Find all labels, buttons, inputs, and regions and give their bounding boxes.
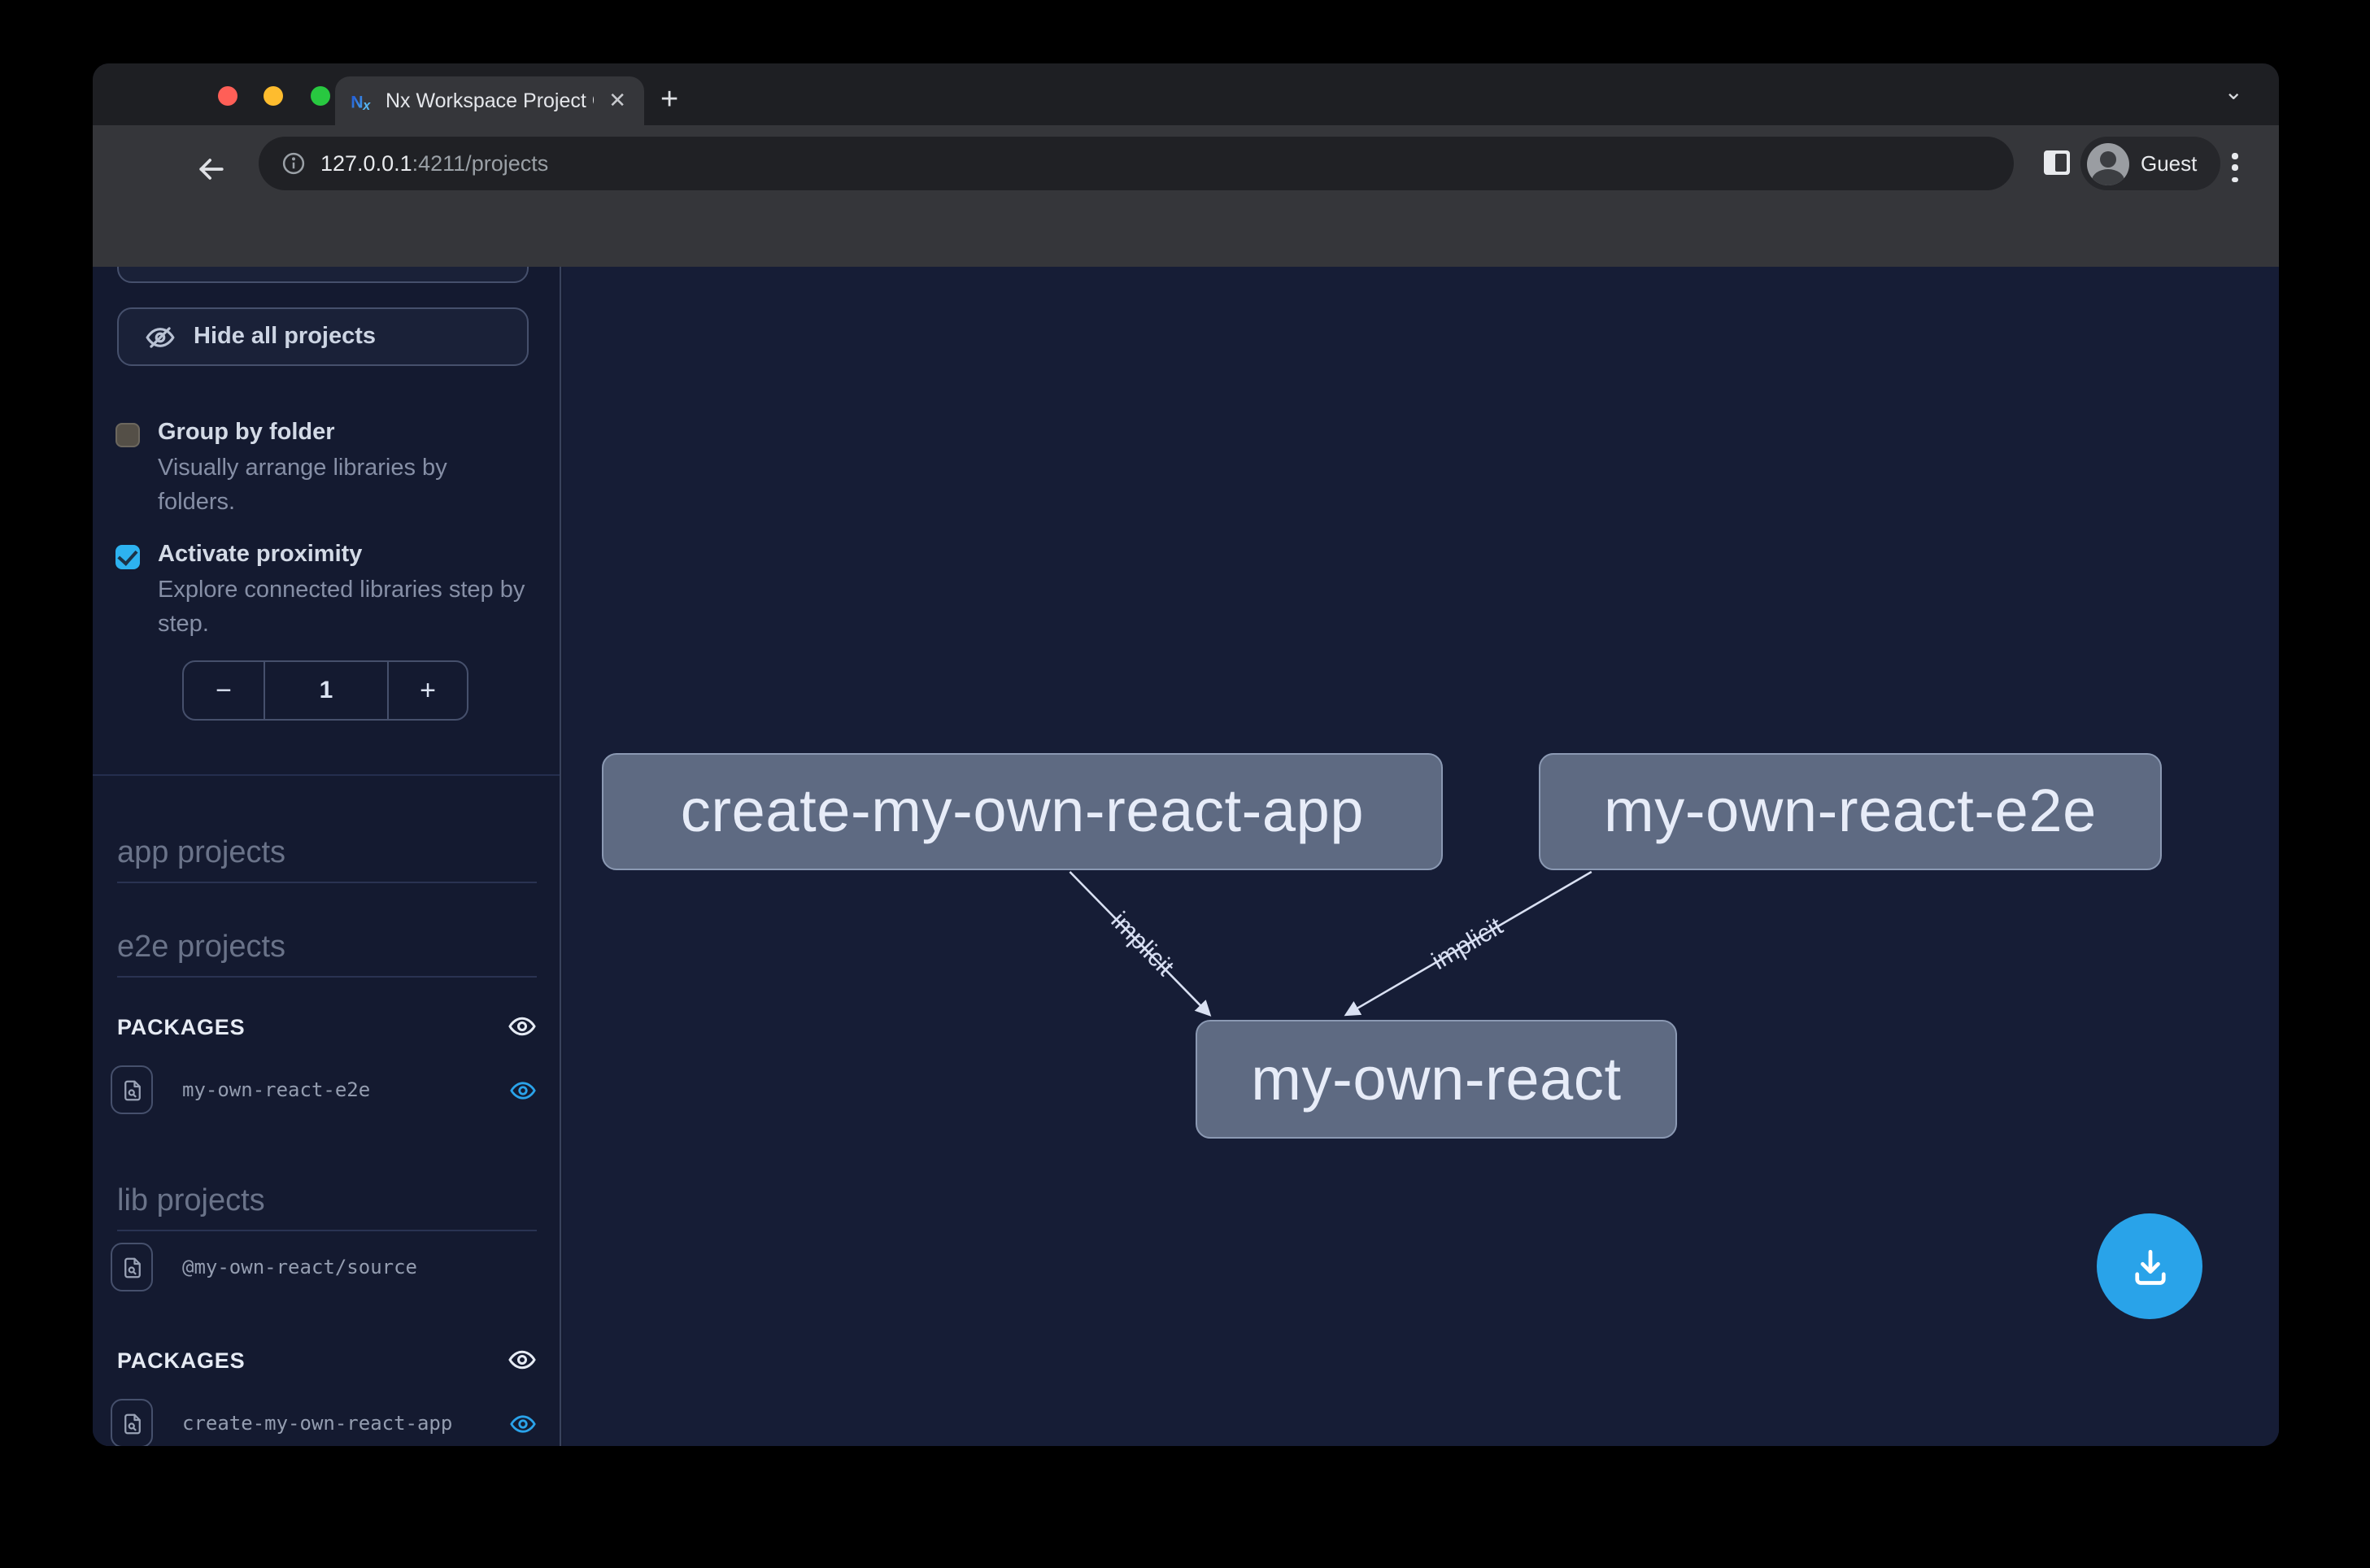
- project-row: @my-own-react/source: [111, 1243, 537, 1291]
- increment-button[interactable]: +: [420, 674, 436, 705]
- back-button[interactable]: [194, 151, 229, 187]
- e2e-projects-heading: e2e projects: [117, 930, 537, 978]
- browser-window: N x Nx Workspace Project Graph ✕ + ⌄: [93, 63, 2279, 1446]
- url-bar[interactable]: 127.0.0.1:4211/projects: [259, 137, 2014, 190]
- project-visibility-eye-icon[interactable]: [509, 1409, 537, 1437]
- toggle-all-eye-icon[interactable]: [508, 1345, 537, 1374]
- graph-node-my-own-react-e2e[interactable]: my-own-react-e2e: [1539, 753, 2162, 870]
- edge-e2e-to-myown: [1344, 870, 1592, 1017]
- close-window-button[interactable]: [218, 86, 237, 106]
- site-info-icon[interactable]: [281, 151, 306, 176]
- download-icon: [2134, 1248, 2165, 1284]
- project-graph-canvas[interactable]: implicit implicit create-my-own-react-ap…: [563, 267, 2279, 1446]
- side-panel-icon[interactable]: [2043, 150, 2071, 176]
- graph-edges: implicit implicit: [1069, 870, 1592, 1017]
- packages-label: PACKAGES: [117, 1014, 246, 1039]
- minimize-window-button[interactable]: [264, 86, 283, 106]
- avatar-icon: [2087, 142, 2129, 185]
- hide-all-projects-label: Hide all projects: [194, 324, 377, 350]
- group-by-folder-checkbox[interactable]: [115, 423, 140, 447]
- file-search-icon: [124, 1257, 140, 1278]
- activate-proximity-desc: Explore connected libraries step by step…: [158, 577, 525, 638]
- packages-label: PACKAGES: [117, 1348, 246, 1372]
- browser-menu-icon[interactable]: [2232, 146, 2238, 189]
- group-by-folder-label: Group by folder: [158, 420, 335, 446]
- file-search-icon: [124, 1413, 140, 1434]
- group-by-folder-option: Group by folder Visually arrange librari…: [115, 420, 542, 520]
- group-by-folder-desc: Visually arrange libraries by folders.: [158, 455, 447, 516]
- browser-toolbar: 127.0.0.1:4211/projects Guest: [93, 125, 2279, 267]
- graph-node-my-own-react[interactable]: my-own-react: [1196, 1020, 1677, 1139]
- tab-nx-workspace[interactable]: N x Nx Workspace Project Graph ✕: [335, 76, 644, 125]
- tab-strip: N x Nx Workspace Project Graph ✕ + ⌄: [93, 63, 2279, 125]
- focus-project-button[interactable]: [111, 1399, 153, 1446]
- project-visibility-eye-icon[interactable]: [509, 1076, 537, 1104]
- project-name[interactable]: create-my-own-react-app: [182, 1412, 453, 1435]
- decrement-button[interactable]: −: [216, 674, 232, 705]
- packages-header-e2e: PACKAGES: [117, 1012, 537, 1041]
- edge-label: implicit: [1427, 912, 1508, 975]
- page-content: Show all projects Hide all projects Grou…: [93, 267, 2279, 1446]
- edge-create-to-myown: [1069, 871, 1212, 1017]
- focus-project-button[interactable]: [111, 1065, 153, 1114]
- svg-text:N: N: [351, 92, 363, 111]
- profile-chip[interactable]: Guest: [2080, 137, 2220, 190]
- hide-all-projects-button[interactable]: Hide all projects: [117, 307, 529, 366]
- proximity-depth-value: 1: [264, 662, 389, 719]
- lib-projects-heading: lib projects: [117, 1184, 537, 1231]
- show-all-projects-button[interactable]: Show all projects: [117, 267, 529, 283]
- edge-label: implicit: [1105, 906, 1179, 982]
- profile-name: Guest: [2141, 151, 2198, 176]
- maximize-window-button[interactable]: [311, 86, 330, 106]
- app-projects-heading: app projects: [117, 836, 537, 883]
- svg-text:x: x: [362, 98, 371, 112]
- eye-icon: [145, 267, 176, 269]
- packages-header-lib: PACKAGES: [117, 1345, 537, 1374]
- chevron-down-icon[interactable]: ⌄: [2224, 78, 2243, 104]
- project-name[interactable]: @my-own-react/source: [182, 1256, 417, 1278]
- activate-proximity-label: Activate proximity: [158, 542, 363, 568]
- activate-proximity-option: Activate proximity Explore connected lib…: [115, 542, 542, 642]
- download-graph-button[interactable]: [2097, 1213, 2202, 1319]
- sidebar-divider: [93, 774, 560, 776]
- graph-node-create-my-own-react-app[interactable]: create-my-own-react-app: [602, 753, 1443, 870]
- nx-favicon-icon: N x: [351, 92, 371, 113]
- project-row: create-my-own-react-app: [111, 1399, 537, 1446]
- new-tab-button[interactable]: +: [660, 83, 679, 117]
- project-name[interactable]: my-own-react-e2e: [182, 1078, 371, 1101]
- toggle-all-eye-icon[interactable]: [508, 1012, 537, 1041]
- sidebar: Show all projects Hide all projects Grou…: [93, 267, 561, 1446]
- focus-project-button[interactable]: [111, 1243, 153, 1291]
- eye-off-icon: [146, 326, 175, 347]
- project-row: my-own-react-e2e: [111, 1065, 537, 1114]
- activate-proximity-checkbox[interactable]: [115, 545, 140, 569]
- file-search-icon: [124, 1079, 140, 1100]
- url-text: 127.0.0.1:4211/projects: [320, 151, 549, 176]
- proximity-depth-stepper: − 1 +: [182, 660, 468, 721]
- tab-close-icon[interactable]: ✕: [608, 88, 626, 112]
- tab-title: Nx Workspace Project Graph: [386, 89, 594, 112]
